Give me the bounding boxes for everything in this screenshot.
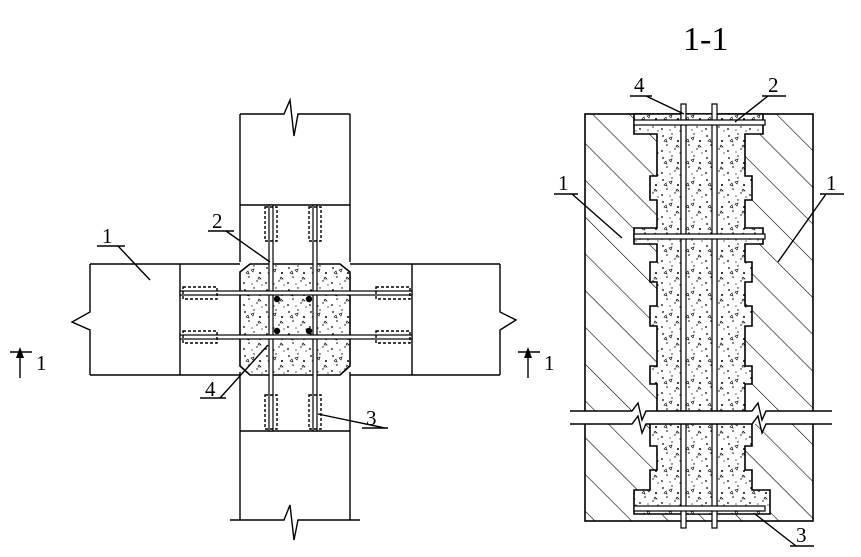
plan-label-slab: 1 xyxy=(102,224,113,248)
horizontal-bars xyxy=(179,286,413,344)
plan-view: 1 1 1 2 4 3 xyxy=(10,97,555,541)
section-vertical-bars xyxy=(680,103,718,529)
plan-label-joint: 2 xyxy=(212,209,223,233)
section-label-cap-bottom: 3 xyxy=(796,523,807,547)
section-label-cap-top: 2 xyxy=(768,73,779,97)
section-view: 1-1 4 2 xyxy=(554,21,844,547)
plan-label-bar-cross: 4 xyxy=(205,377,216,401)
break-line xyxy=(570,401,832,436)
section-label-bar-top: 4 xyxy=(634,73,645,97)
plan-label-bar-bottom: 3 xyxy=(366,406,377,430)
section-mark-left-label: 1 xyxy=(36,351,47,375)
section-mark-left: 1 xyxy=(10,347,47,378)
section-mark-right: 1 xyxy=(518,347,555,378)
left-slab xyxy=(70,263,240,376)
bar-nodes xyxy=(273,295,313,335)
top-slab xyxy=(239,97,351,262)
section-labels: 4 2 1 1 3 xyxy=(554,73,844,547)
section-label-slab-right: 1 xyxy=(826,171,837,195)
plan-labels: 1 2 4 3 xyxy=(97,209,388,430)
vertical-bars xyxy=(264,204,322,432)
section-plates xyxy=(633,119,766,512)
section-label-slab-left: 1 xyxy=(558,171,569,195)
section-title: 1-1 xyxy=(683,21,728,58)
bottom-slab xyxy=(230,372,360,541)
right-slab xyxy=(350,263,518,376)
section-mark-right-label: 1 xyxy=(544,351,555,375)
